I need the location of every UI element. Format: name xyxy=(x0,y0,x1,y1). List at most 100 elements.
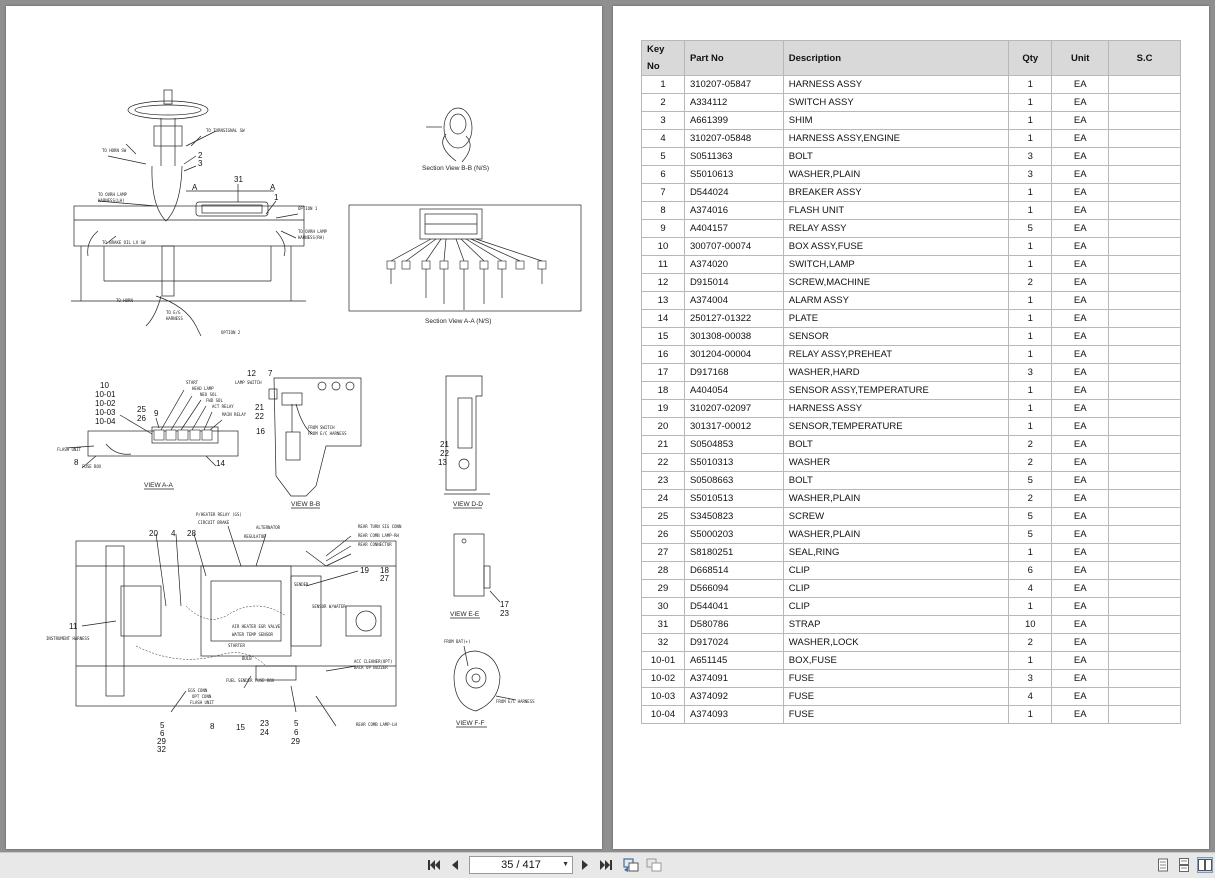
cell-key-no: 14 xyxy=(641,309,685,328)
cell-key-no: 12 xyxy=(641,273,685,292)
label-turn-signal: TO TURNSIGNAL SW xyxy=(206,128,245,133)
cell-description: WASHER,HARD xyxy=(782,363,1010,382)
cell-sc xyxy=(1108,471,1181,490)
callout-24: 24 xyxy=(260,728,269,737)
view-ee: 17 23 VIEW E-E xyxy=(450,533,509,619)
cell-qty: 2 xyxy=(1008,633,1053,652)
cell-part-no: A374016 xyxy=(683,201,784,220)
label-option1: OPTION 1 xyxy=(298,206,318,211)
label-opt-conn: OPT CONN xyxy=(192,694,212,699)
cell-key-no: 8 xyxy=(641,201,685,220)
header-qty: Qty xyxy=(1008,40,1053,76)
single-page-view-button[interactable] xyxy=(1155,857,1171,873)
callout-28: 28 xyxy=(187,529,196,538)
cell-qty: 4 xyxy=(1008,687,1053,706)
fit-width-button[interactable] xyxy=(646,857,662,873)
view-ee-title: VIEW E-E xyxy=(450,611,480,618)
callout-10-04: 10-04 xyxy=(95,417,116,426)
continuous-view-button[interactable] xyxy=(1176,857,1192,873)
label-bulb: BULB xyxy=(242,656,252,661)
cell-key-no: 20 xyxy=(641,417,685,436)
cell-unit: EA xyxy=(1051,255,1110,274)
label-from-switch: FROM SWITCH xyxy=(308,425,335,430)
cell-part-no: D915014 xyxy=(683,273,784,292)
label-fwd-sol: FWD SOL xyxy=(206,398,223,403)
cell-part-no: 301317-00012 xyxy=(683,417,784,436)
cell-sc xyxy=(1108,561,1181,580)
fit-page-button[interactable] xyxy=(623,857,639,873)
top-dashboard-view: TO TURNSIGNAL SW TO HORN SW TO OVRH LAMP… xyxy=(71,89,327,337)
cell-key-no: 15 xyxy=(641,327,685,346)
label-rear-turn: REAR TURN SIG CONN xyxy=(358,524,402,529)
cell-part-no: 300707-00074 xyxy=(683,237,784,256)
page-number-field[interactable]: 35 / 417 ▼ xyxy=(469,856,573,874)
cell-description: BOX ASSY,FUSE xyxy=(782,237,1010,256)
header-key-no: Key No xyxy=(641,40,685,76)
view-dd: 21 22 13 VIEW D-D xyxy=(438,375,490,509)
view-bb: 12 7 21 22 16 LAMP SWITCH FROM SWITCH FR… xyxy=(235,369,362,509)
callout-dd-21: 21 xyxy=(440,440,449,449)
cell-description: WASHER,PLAIN xyxy=(782,525,1010,544)
next-page-button[interactable] xyxy=(577,857,593,873)
cell-part-no: 301204-00004 xyxy=(683,345,784,364)
label-from-bat: FROM BAT(+) xyxy=(444,639,471,644)
cell-unit: EA xyxy=(1051,345,1110,364)
callout-20: 20 xyxy=(149,529,158,538)
view-ff-title: VIEW F-F xyxy=(456,720,485,727)
cell-qty: 1 xyxy=(1008,651,1053,670)
label-instrument: INSTRUMENT HARNESS xyxy=(46,636,90,641)
cell-qty: 1 xyxy=(1008,129,1053,148)
cell-key-no: 9 xyxy=(641,219,685,238)
callout-10-01: 10-01 xyxy=(95,390,116,399)
cell-key-no: 28 xyxy=(641,561,685,580)
cell-part-no: A651145 xyxy=(683,651,784,670)
cell-sc xyxy=(1108,633,1181,652)
cell-sc xyxy=(1108,543,1181,562)
callout-11: 11 xyxy=(69,622,78,631)
cell-part-no: A661399 xyxy=(683,111,784,130)
section-mark-a-right: A xyxy=(270,183,276,192)
cell-unit: EA xyxy=(1051,399,1110,418)
cell-description: CLIP xyxy=(782,579,1010,598)
previous-page-button[interactable] xyxy=(447,857,463,873)
cell-unit: EA xyxy=(1051,93,1110,112)
last-page-button[interactable] xyxy=(598,857,614,873)
cell-unit: EA xyxy=(1051,219,1110,238)
callout-8: 8 xyxy=(74,458,79,467)
first-page-button[interactable] xyxy=(426,857,442,873)
cell-qty: 1 xyxy=(1008,111,1053,130)
facing-pages-view-icon xyxy=(1198,859,1212,871)
cell-part-no: 301308-00038 xyxy=(683,327,784,346)
cell-key-no: 10-04 xyxy=(641,705,685,724)
page-dropdown-caret-icon[interactable]: ▼ xyxy=(562,861,569,868)
cell-part-no: A374093 xyxy=(683,705,784,724)
cell-part-no: A374020 xyxy=(683,255,784,274)
cell-unit: EA xyxy=(1051,507,1110,526)
facing-pages-view-button[interactable] xyxy=(1197,857,1213,873)
cell-qty: 1 xyxy=(1008,543,1053,562)
cell-key-no: 21 xyxy=(641,435,685,454)
cell-description: CLIP xyxy=(782,597,1010,616)
cell-description: SWITCH,LAMP xyxy=(782,255,1010,274)
cell-qty: 3 xyxy=(1008,165,1053,184)
cell-key-no: 17 xyxy=(641,363,685,382)
cell-unit: EA xyxy=(1051,417,1110,436)
callout-31: 31 xyxy=(234,175,243,184)
cell-part-no: A404054 xyxy=(683,381,784,400)
cell-key-no: 30 xyxy=(641,597,685,616)
cell-unit: EA xyxy=(1051,75,1110,94)
cell-part-no: S5010613 xyxy=(683,165,784,184)
cell-key-no: 10-03 xyxy=(641,687,685,706)
cell-sc xyxy=(1108,579,1181,598)
